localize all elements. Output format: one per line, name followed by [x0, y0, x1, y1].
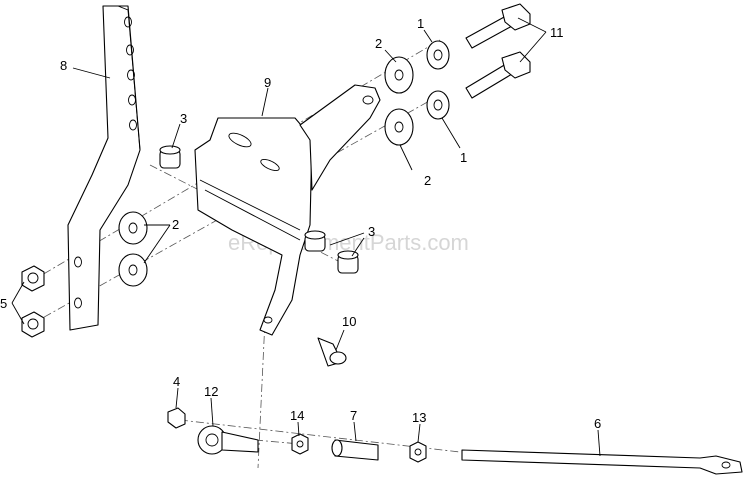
callout-11: 11 [550, 25, 564, 40]
callout-3-upper: 3 [180, 111, 187, 126]
callout-10: 10 [342, 314, 356, 329]
bracket-part-9 [194, 84, 381, 336]
callout-1-lower: 1 [460, 150, 467, 165]
callout-8: 8 [60, 58, 67, 73]
callout-14: 14 [290, 408, 304, 423]
rod-part-6 [461, 449, 743, 475]
bar-part-8 [67, 5, 141, 331]
callouts: 8 9 3 3 2 2 2 1 1 11 5 10 4 12 14 7 13 6 [0, 16, 601, 431]
nut-part-5 [21, 265, 45, 338]
callout-5: 5 [0, 296, 7, 311]
bolt-part-10 [317, 337, 347, 367]
callout-13: 13 [412, 410, 426, 425]
callout-7: 7 [350, 408, 357, 423]
callout-2-left: 2 [172, 217, 179, 232]
callout-3-lower: 3 [368, 224, 375, 239]
leader-lines [11, 17, 601, 457]
spacer-part-3-center [304, 230, 326, 252]
callout-6: 6 [594, 416, 601, 431]
nut-part-14 [291, 433, 309, 455]
callout-2-upper-right: 2 [375, 36, 382, 51]
callout-1-upper: 1 [417, 16, 424, 31]
lock-washer-part-1 [426, 40, 450, 120]
callout-2-lower-right: 2 [424, 173, 431, 188]
bolt-part-11 [465, 3, 531, 99]
washer-part-2 [118, 56, 414, 287]
nut-part-4 [167, 407, 186, 429]
rod-end-part-12 [197, 425, 259, 455]
callout-4: 4 [173, 374, 180, 389]
callout-9: 9 [264, 75, 271, 90]
coupler-part-7 [331, 439, 379, 461]
callout-12: 12 [204, 384, 218, 399]
spacer-part-3-upper [159, 145, 181, 169]
spacer-part-3-lower [337, 250, 359, 274]
nut-part-13 [409, 441, 427, 463]
